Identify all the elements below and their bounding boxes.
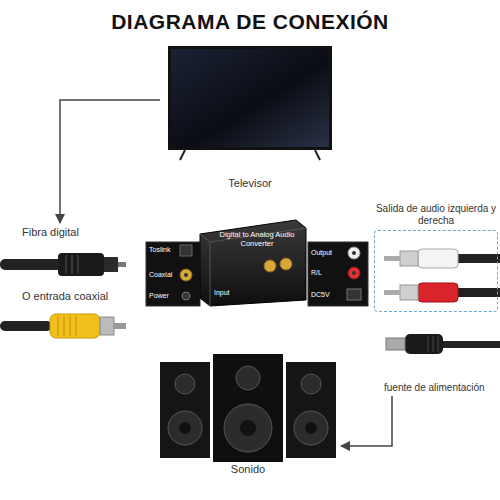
rca-plugs — [384, 249, 500, 302]
connector-arrow — [341, 396, 392, 446]
port-label: Toslink — [149, 246, 170, 254]
port-label: DC5V — [311, 291, 330, 299]
node-label: fuente de alimentación — [384, 382, 496, 394]
converter-input-face — [146, 242, 200, 306]
port-label: Power — [149, 292, 169, 300]
converter-node: Digital to Analog Audio Converter — [212, 226, 302, 266]
converter-body — [200, 220, 306, 306]
optical-node: Fibra digital — [4, 222, 129, 280]
tv-illustration — [168, 46, 332, 160]
port-label: Coaxial — [149, 271, 172, 279]
power-plug — [386, 334, 500, 354]
audio-out-box: Salida de audio izquierda y derecha — [374, 230, 498, 312]
coax-node: O entrada coaxial — [4, 288, 134, 342]
node-label: Digital to Analog Audio Converter — [214, 230, 300, 248]
connector-arrow — [60, 100, 160, 223]
node-label: Fibra digital — [22, 226, 129, 239]
port-label: R/L — [311, 269, 322, 277]
power-node: fuente de alimentación — [378, 330, 496, 396]
optical-cable — [0, 253, 126, 276]
node-label: Salida de audio izquierda y derecha — [375, 203, 497, 227]
coaxial-cable — [0, 314, 126, 338]
converter-output-face — [308, 242, 368, 306]
title: DIAGRAMA DE CONEXIÓN — [0, 10, 500, 34]
node-label: O entrada coaxial — [22, 290, 134, 303]
speakers — [160, 354, 336, 462]
port-label: Input — [214, 289, 230, 297]
node-label: Televisor — [160, 177, 340, 190]
speaker-node: Sonido — [156, 350, 340, 476]
node-label: Sonido — [156, 463, 340, 476]
port-label: Output — [311, 249, 332, 257]
tv-node: Televisor — [160, 38, 340, 190]
